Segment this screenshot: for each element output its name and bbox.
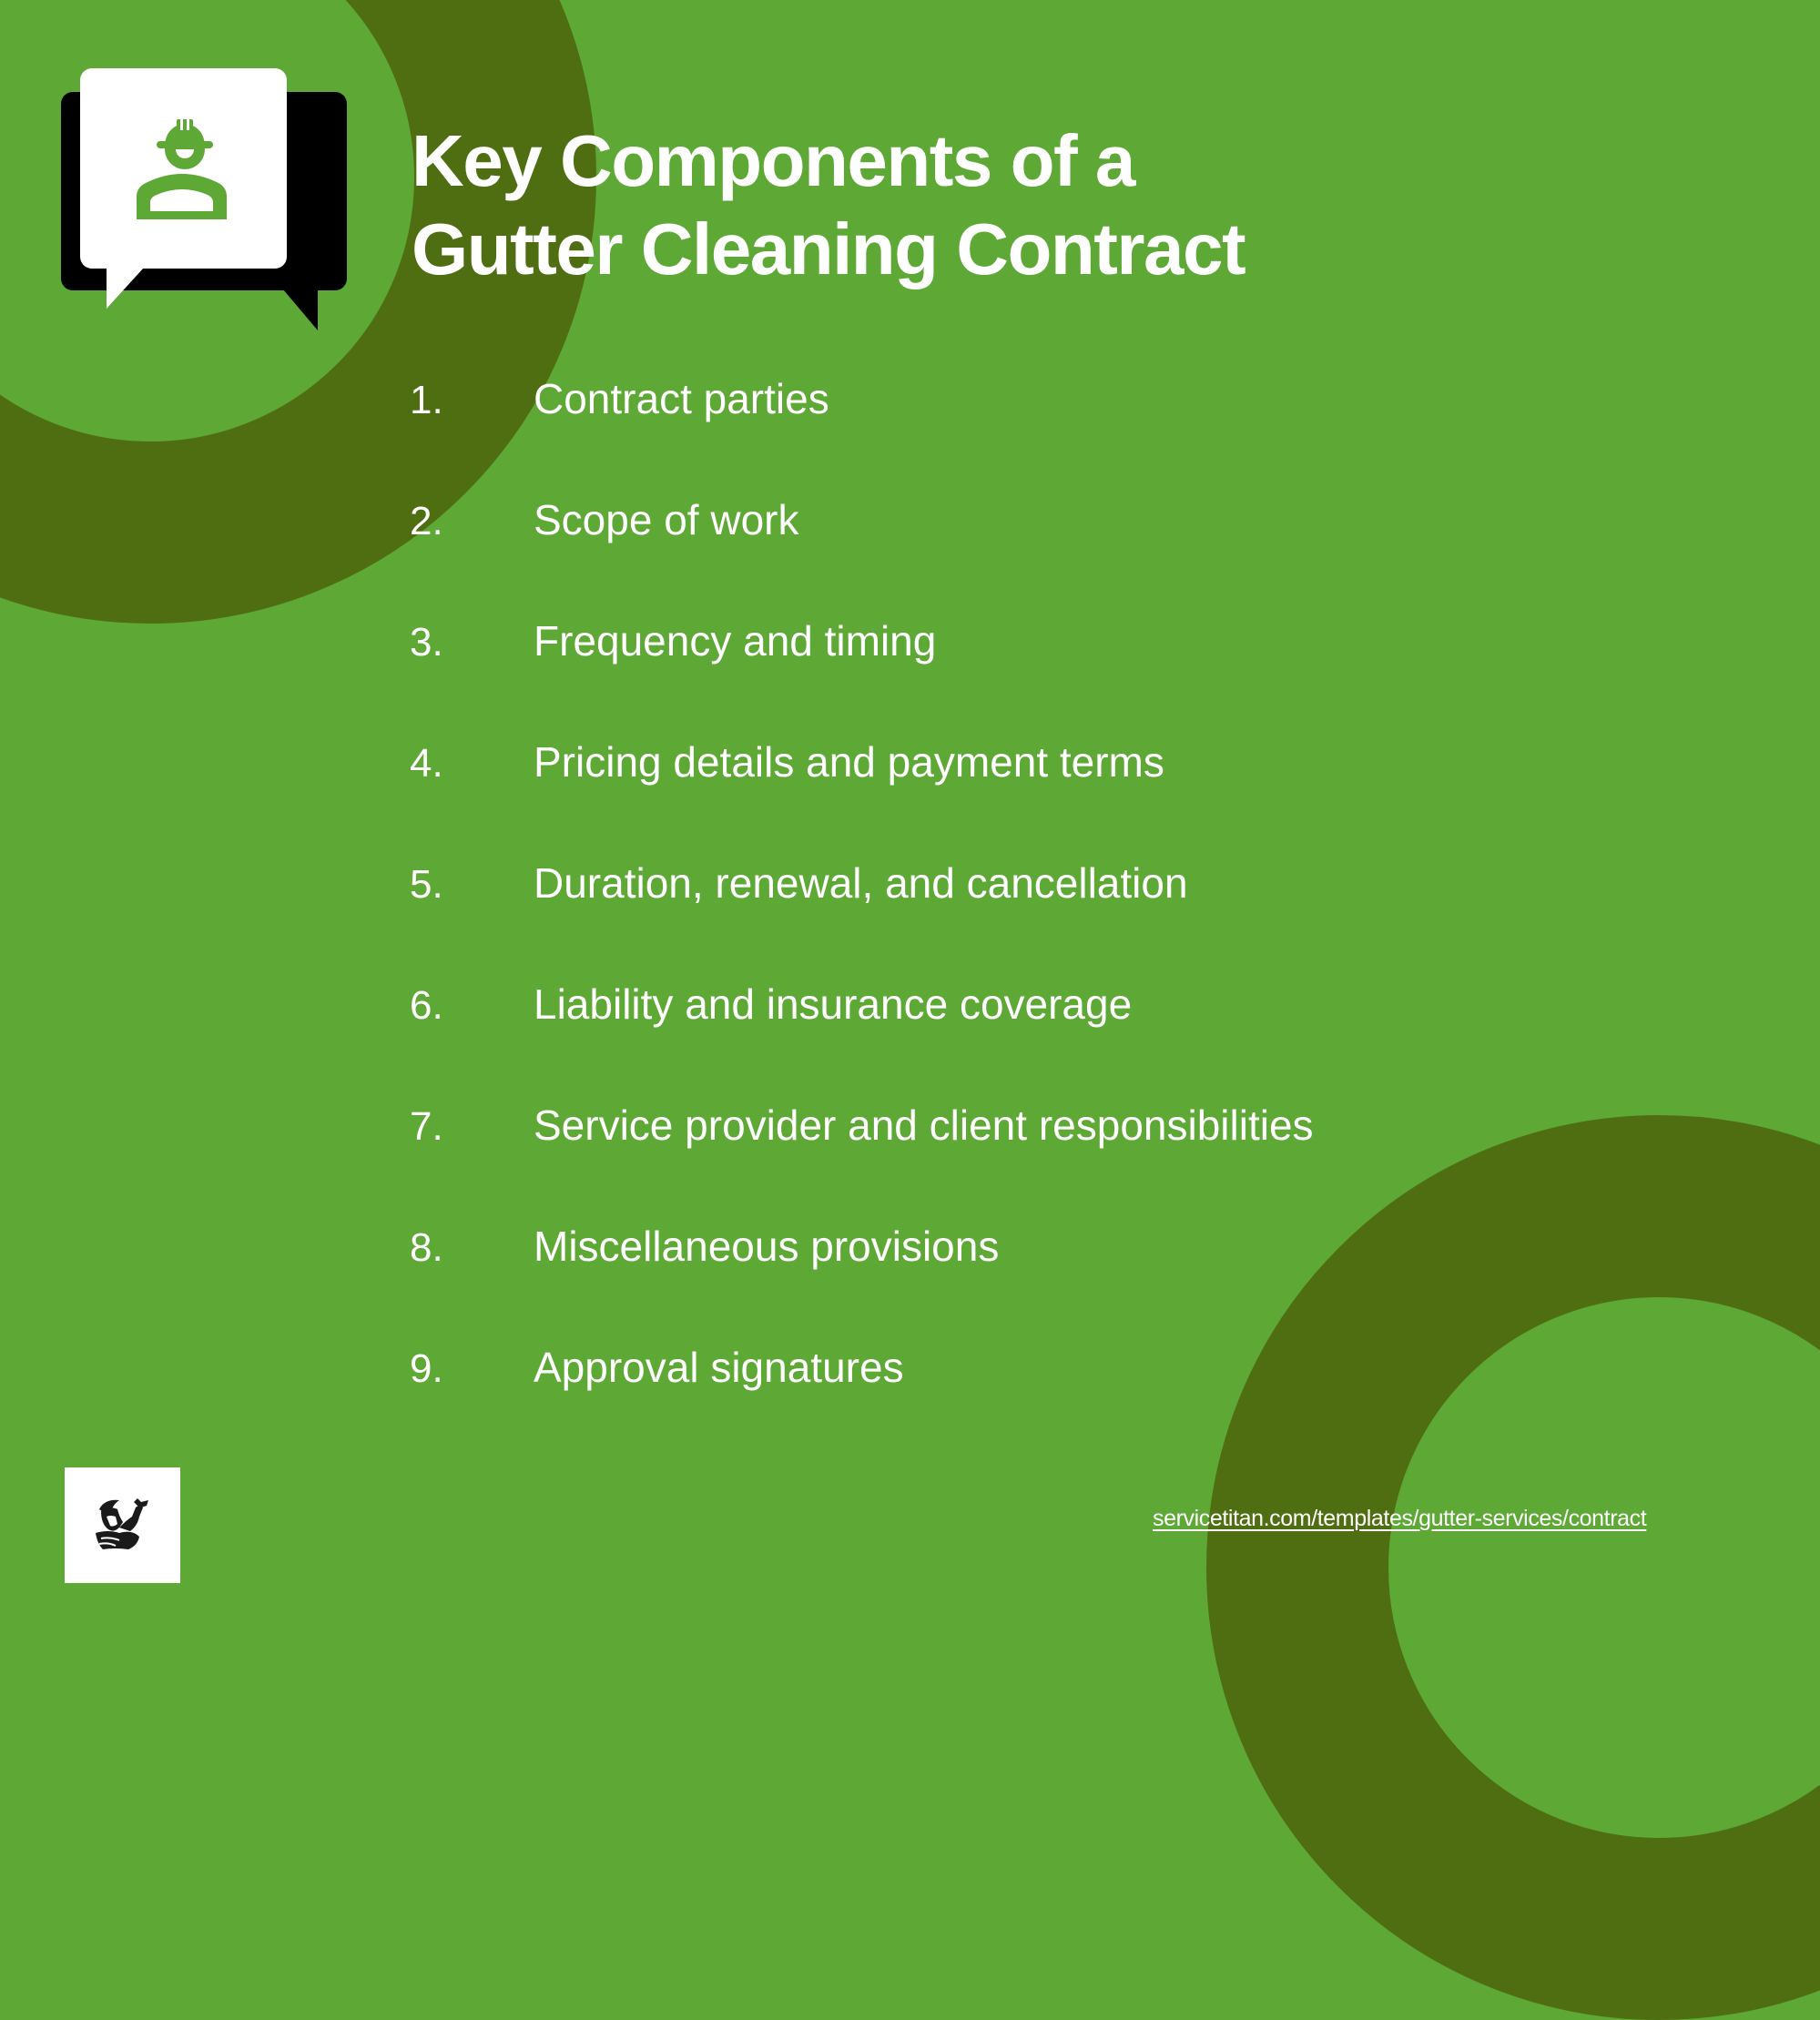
item-number: 2. bbox=[410, 499, 443, 543]
list-item: 8. Miscellaneous provisions bbox=[410, 1216, 1314, 1337]
item-label: Pricing details and payment terms bbox=[534, 738, 1164, 786]
brand-logo bbox=[65, 1467, 180, 1583]
item-label: Frequency and timing bbox=[534, 617, 937, 665]
title-line-1: Key Components of a bbox=[412, 120, 1135, 201]
item-label: Scope of work bbox=[534, 496, 799, 543]
list-item: 9. Approval signatures bbox=[410, 1337, 1314, 1458]
servicetitan-titan-logo-icon bbox=[96, 1498, 148, 1549]
worker-speech-bubble-icon bbox=[61, 68, 347, 330]
list-item: 1. Contract parties bbox=[410, 369, 1314, 490]
item-label: Liability and insurance coverage bbox=[534, 980, 1133, 1028]
item-label: Duration, renewal, and cancellation bbox=[534, 859, 1188, 907]
item-label: Contract parties bbox=[534, 375, 829, 422]
page-title: Key Components of a Gutter Cleaning Cont… bbox=[412, 117, 1246, 293]
list-item: 5. Duration, renewal, and cancellation bbox=[410, 853, 1314, 974]
components-list: 1. Contract parties 2. Scope of work 3. … bbox=[410, 369, 1314, 1458]
item-number: 4. bbox=[410, 741, 443, 786]
list-item: 6. Liability and insurance coverage bbox=[410, 974, 1314, 1095]
worker-hardhat-icon bbox=[137, 119, 227, 219]
list-item: 7. Service provider and client responsib… bbox=[410, 1095, 1314, 1216]
item-number: 6. bbox=[410, 983, 443, 1028]
item-number: 5. bbox=[410, 862, 443, 907]
item-number: 8. bbox=[410, 1225, 443, 1270]
item-number: 7. bbox=[410, 1104, 443, 1149]
title-line-2: Gutter Cleaning Contract bbox=[412, 208, 1246, 289]
list-item: 2. Scope of work bbox=[410, 490, 1314, 611]
list-item: 4. Pricing details and payment terms bbox=[410, 732, 1314, 853]
list-item: 3. Frequency and timing bbox=[410, 611, 1314, 732]
item-label: Miscellaneous provisions bbox=[534, 1223, 1000, 1270]
item-number: 3. bbox=[410, 620, 443, 665]
item-number: 9. bbox=[410, 1346, 443, 1391]
item-label: Approval signatures bbox=[534, 1344, 904, 1391]
source-url-link[interactable]: servicetitan.com/templates/gutter-servic… bbox=[1153, 1506, 1647, 1531]
item-number: 1. bbox=[410, 378, 443, 422]
item-label: Service provider and client responsibili… bbox=[534, 1101, 1314, 1149]
